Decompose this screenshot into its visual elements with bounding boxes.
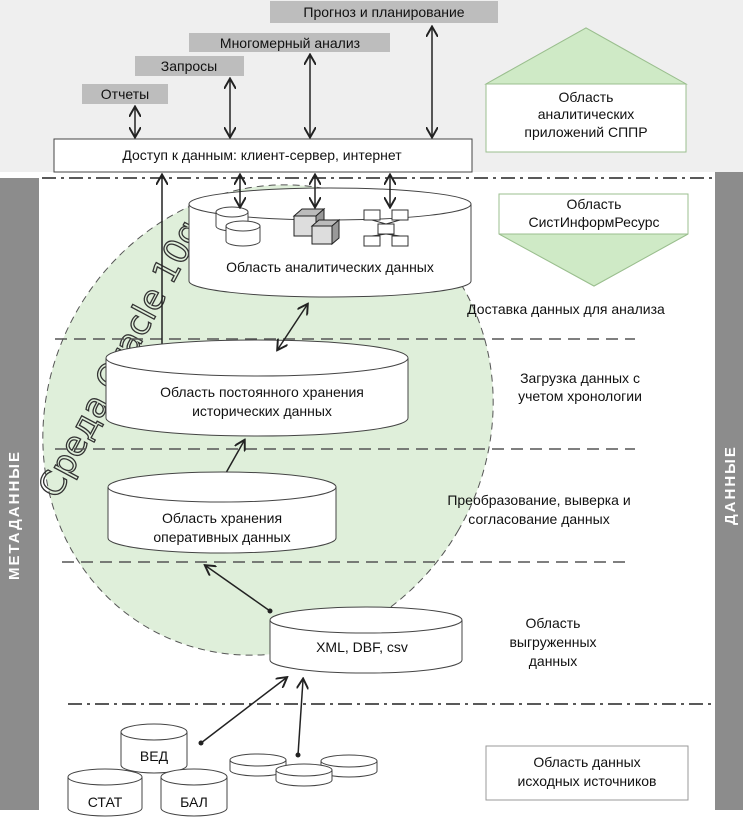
export-formats-label: XML, DBF, csv (316, 639, 408, 655)
apps-zone-line-1: Область (559, 89, 614, 105)
arrow-dot (267, 608, 273, 614)
historic-cylinder-body (105, 358, 409, 437)
database-icon (215, 206, 261, 247)
table-network-icon (363, 209, 409, 247)
load-stage-line-2: учетом хронологии (518, 388, 642, 404)
ved-cylinder-body (120, 732, 188, 774)
export-cylinder-top (269, 606, 463, 634)
operative-cylinder-top (107, 471, 337, 503)
historic-cylinder-top (105, 339, 409, 377)
load-stage-line-1: Загрузка данных с (520, 370, 640, 386)
delivery-stage-label: Доставка данных для анализа (467, 301, 665, 317)
operative-cylinder-body (107, 487, 337, 554)
historic-label-line-1: Область постоянного хранения (160, 384, 364, 400)
apps-zone-triangle (484, 27, 688, 85)
analytic-data-label: Область аналитических данных (226, 259, 434, 275)
arrow-minor-export (298, 680, 303, 756)
unloaded-stage-line-2: выгруженных (509, 634, 596, 650)
arrow-historic-analytic (278, 305, 307, 349)
transform-stage-line-1: Преобразование, выверка и (447, 492, 630, 508)
ved-label: ВЕД (140, 748, 169, 764)
bal-cylinder-body (160, 777, 228, 817)
data-access-box (53, 138, 473, 173)
source-zone-line-1: Область данных (533, 754, 640, 770)
forecast-bar-label: Прогноз и планирование (303, 4, 464, 20)
ved-cylinder-top (120, 723, 188, 741)
stat-label: СТАТ (88, 794, 123, 810)
source-zone-box (485, 745, 689, 801)
stat-cylinder-body (67, 777, 143, 817)
queries-bar-label: Запросы (161, 58, 217, 74)
bal-cylinder-top (160, 768, 228, 786)
unloaded-stage-line-1: Область (526, 615, 581, 631)
source-zone-line-2: исходных источников (518, 773, 657, 789)
operative-label-line-1: Область хранения (162, 510, 282, 526)
reports-bar-label: Отчеты (101, 86, 149, 102)
sysres-zone-triangle (498, 233, 689, 287)
arrow-dot (295, 752, 301, 758)
queries-bar (135, 56, 244, 76)
arrow-dot (198, 740, 204, 746)
metadata-side-label: МЕТАДАННЫЕ (6, 450, 23, 580)
arrow-ved-export (200, 678, 286, 744)
transform-stage-line-2: согласование данных (468, 511, 609, 527)
historic-label-line-2: исторических данных (192, 403, 332, 419)
operative-label-line-2: оперативных данных (153, 529, 290, 545)
export-cylinder-body (269, 620, 463, 674)
sysres-zone-line-1: Область (567, 196, 622, 212)
apps-zone-line-2: аналитических (538, 106, 635, 122)
stat-cylinder-top (67, 768, 143, 786)
minor-sources (229, 753, 378, 787)
multidim-bar-label: Многомерный анализ (220, 35, 360, 51)
data-side-label: ДАННЫЕ (722, 445, 739, 525)
multidim-bar (189, 33, 390, 52)
sysres-zone-line-2: СистИнформРесурс (529, 214, 660, 230)
reports-bar (82, 84, 168, 104)
apps-zone-line-3: приложений СППР (524, 124, 647, 140)
arrow-export-operative (206, 566, 271, 612)
bal-label: БАЛ (180, 794, 208, 810)
forecast-bar (270, 1, 498, 23)
data-side-bar (715, 172, 743, 810)
data-access-label: Доступ к данным: клиент-сервер, интернет (122, 147, 402, 163)
olap-cube-icon (292, 207, 341, 246)
metadata-side-bar (0, 178, 39, 810)
unloaded-stage-line-3: данных (529, 653, 577, 669)
